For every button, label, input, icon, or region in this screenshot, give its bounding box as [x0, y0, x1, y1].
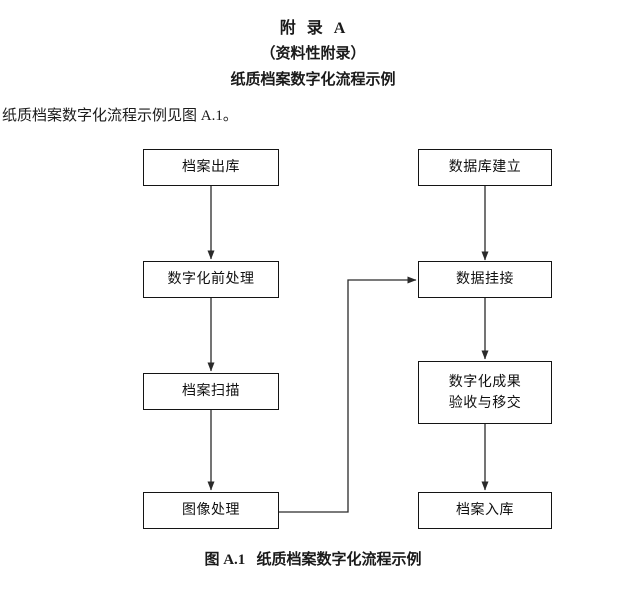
annex-subtitle: 纸质档案数字化流程示例	[230, 72, 396, 88]
node-pre-digitization[interactable]: 数字化前处理	[143, 261, 279, 298]
figure-caption: 图 A.1 纸质档案数字化流程示例	[204, 552, 422, 568]
annex-title: 附 录 A	[279, 20, 347, 37]
node-image-processing[interactable]: 图像处理	[143, 492, 279, 529]
node-results-acceptance[interactable]: 数字化成果 验收与移交	[418, 361, 552, 424]
node-archive-storage[interactable]: 档案入库	[418, 492, 552, 529]
annex-type-label: （资料性附录）	[260, 46, 366, 62]
node-archive-retrieval[interactable]: 档案出库	[143, 149, 279, 186]
node-data-linking[interactable]: 数据挂接	[418, 261, 552, 298]
node-archive-scanning[interactable]: 档案扫描	[143, 373, 279, 410]
intro-paragraph: 纸质档案数字化流程示例见图 A.1。	[2, 108, 238, 124]
connector-image-to-linking	[279, 276, 417, 513]
node-database-creation[interactable]: 数据库建立	[418, 149, 552, 186]
